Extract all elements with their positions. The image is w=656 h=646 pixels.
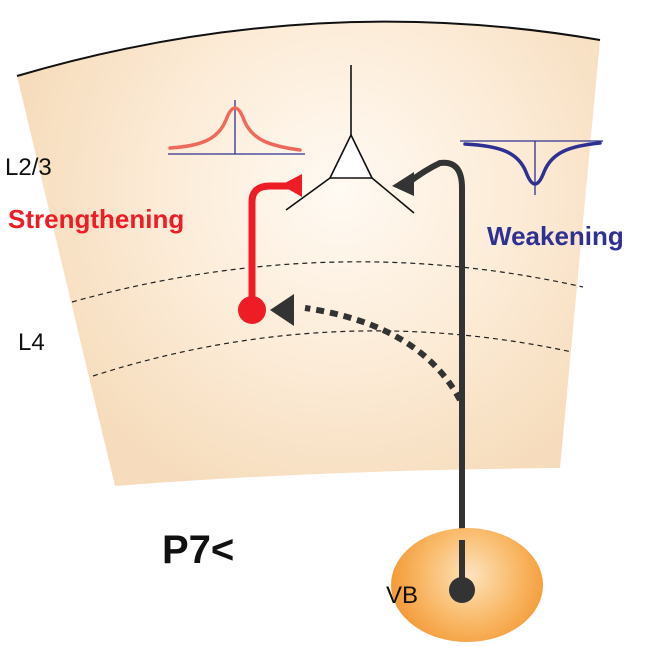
trough-curve-icon xyxy=(460,140,603,195)
vb-neuron-soma xyxy=(449,577,475,603)
layer-label-l4: L4 xyxy=(18,329,45,356)
strengthening-label: Strengthening xyxy=(8,204,184,234)
l4-neuron-soma xyxy=(238,296,266,324)
layer-boundary-lower xyxy=(92,330,573,377)
peak-curve-icon xyxy=(168,100,305,155)
strengthening-synapse-terminal xyxy=(281,174,302,197)
l4-synapse-terminal xyxy=(270,294,294,326)
weakening-synapse-terminal xyxy=(392,172,414,196)
layer-boundary-upper xyxy=(71,261,584,303)
dotted-collateral-branch xyxy=(304,305,463,402)
cortex-section xyxy=(17,21,600,486)
thalamocortical-axon xyxy=(270,159,465,593)
pyramidal-neuron-icon xyxy=(285,65,415,214)
pial-surface-line xyxy=(16,20,601,77)
strengthening-pathway xyxy=(238,174,302,324)
layer-label-l23: L2/3 xyxy=(5,154,52,181)
age-label: P7< xyxy=(162,528,234,572)
weakening-label: Weakening xyxy=(487,221,624,251)
vb-label: VB xyxy=(386,582,418,609)
